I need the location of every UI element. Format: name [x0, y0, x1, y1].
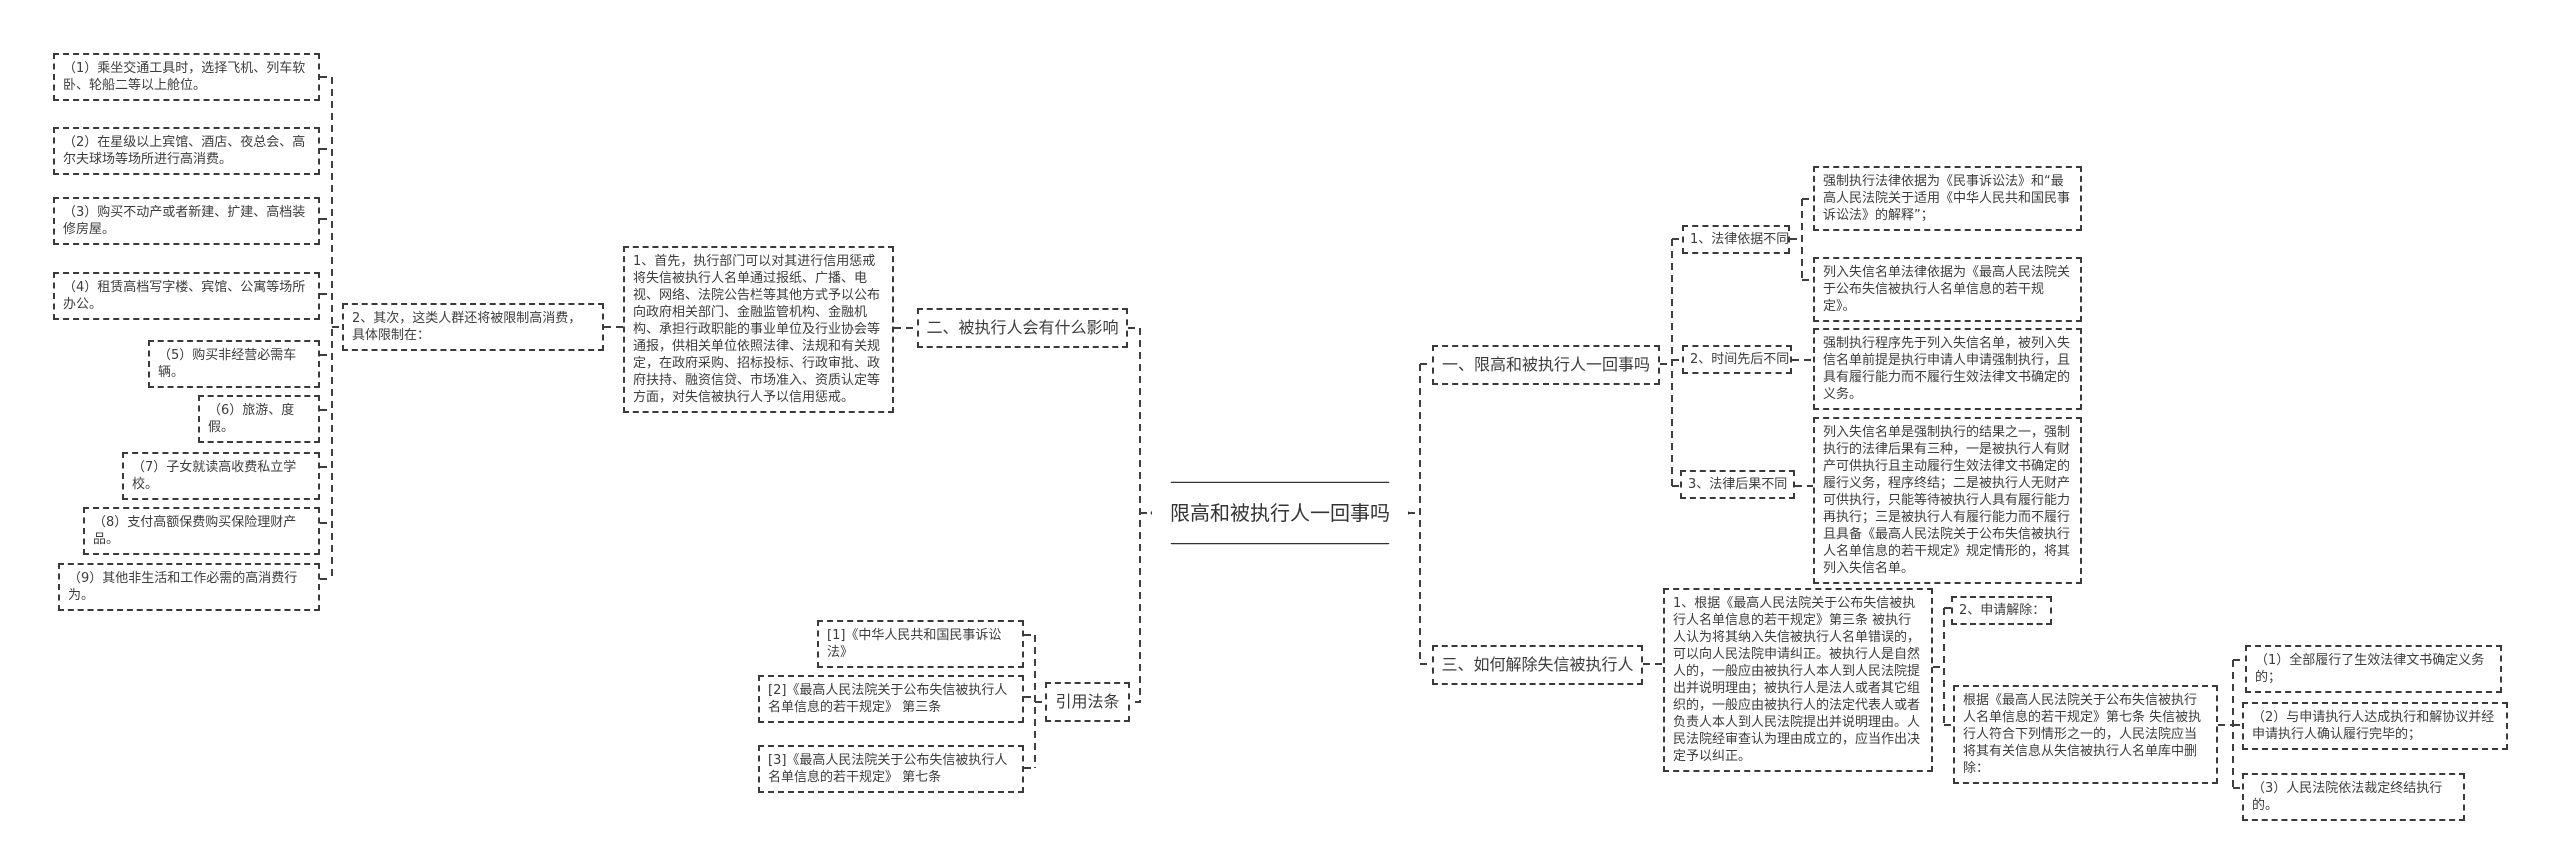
note-list-basis[interactable]: 列入失信名单法律依据为《最高人民法院关于公布失信被执行人名单信息的若干规定》。: [1813, 257, 2082, 322]
note-enforcement-basis[interactable]: 强制执行法律依据为《民事诉讼法》和“最高人民法院关于适用《中华人民共和国民事诉讼…: [1813, 166, 2082, 231]
restriction-item-5[interactable]: （5）购买非经营必需车辆。: [148, 340, 320, 388]
label-legal-basis-diff[interactable]: 1、法律依据不同: [1682, 225, 1790, 254]
condition-item-3[interactable]: （3）人民法院依法裁定终结执行的。: [2242, 773, 2465, 821]
branch-influence[interactable]: 二、被执行人会有什么影响: [917, 308, 1128, 348]
label-time-order-diff[interactable]: 2、时间先后不同: [1682, 345, 1792, 374]
note-credit-punishment[interactable]: 1、首先，执行部门可以对其进行信用惩戒将失信被执行人名单通过报纸、广播、电视、网…: [623, 246, 894, 413]
condition-item-2[interactable]: （2）与申请执行人达成执行和解协议并经申请执行人确认履行完毕的；: [2242, 702, 2508, 750]
label-legal-consequence-diff[interactable]: 3、法律后果不同: [1680, 470, 1795, 499]
condition-item-1[interactable]: （1）全部履行了生效法律文书确定义务的；: [2245, 645, 2502, 693]
citation-item-1[interactable]: [1]《中华人民共和国民事诉讼法》: [817, 620, 1024, 668]
citation-item-2[interactable]: [2]《最高人民法院关于公布失信被执行人名单信息的若干规定》 第三条: [758, 675, 1024, 723]
branch-citations[interactable]: 引用法条: [1045, 682, 1130, 722]
label-apply-removal[interactable]: 2、申请解除：: [1951, 596, 2052, 625]
restriction-item-8[interactable]: （8）支付高额保费购买保险理财产品。: [83, 507, 320, 555]
restriction-item-2[interactable]: （2）在星级以上宾馆、酒店、夜总会、高尔夫球场等场所进行高消费。: [53, 127, 320, 175]
restriction-item-4[interactable]: （4）租赁高档写字楼、宾馆、公寓等场所办公。: [53, 272, 320, 320]
branch-q3[interactable]: 三、如何解除失信被执行人: [1432, 645, 1643, 685]
branch-q1[interactable]: 一、限高和被执行人一回事吗: [1432, 345, 1660, 385]
restriction-item-3[interactable]: （3）购买不动产或者新建、扩建、高档装修房屋。: [53, 197, 320, 245]
restriction-item-6[interactable]: （6）旅游、度假。: [198, 395, 320, 443]
central-topic[interactable]: 限高和被执行人一回事吗: [1152, 483, 1408, 543]
citation-item-3[interactable]: [3]《最高人民法院关于公布失信被执行人名单信息的若干规定》 第七条: [758, 745, 1024, 793]
note-consumption-limit[interactable]: 2、其次，这类人群还将被限制高消费，具体限制在：: [342, 303, 604, 351]
restriction-item-7[interactable]: （7）子女就读高收费私立学校。: [122, 452, 320, 500]
restriction-item-9[interactable]: （9）其他非生活和工作必需的高消费行为。: [58, 563, 320, 611]
restriction-item-1[interactable]: （1）乘坐交通工具时，选择飞机、列车软卧、轮船二等以上舱位。: [53, 53, 320, 101]
note-removal-basis[interactable]: 根据《最高人民法院关于公布失信被执行人名单信息的若干规定》第七条 失信被执行人符…: [1953, 685, 2218, 784]
note-legal-consequence[interactable]: 列入失信名单是强制执行的结果之一，强制执行的法律后果有三种，一是被执行人有财产可…: [1813, 417, 2082, 584]
note-time-order[interactable]: 强制执行程序先于列入失信名单，被列入失信名单前提是执行申请人申请强制执行，且具有…: [1813, 328, 2082, 410]
note-correction[interactable]: 1、根据《最高人民法院关于公布失信被执行人名单信息的若干规定》第三条 被执行人认…: [1663, 588, 1933, 772]
